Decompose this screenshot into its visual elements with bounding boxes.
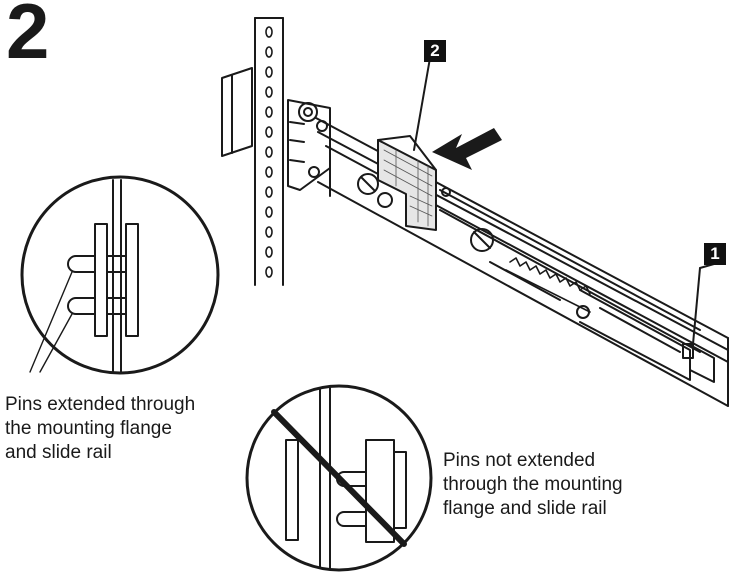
rack-post [254,17,284,286]
callout-2-badge: 2 [424,40,446,62]
pin-leader-lower [39,313,73,373]
caption-pins-not-extended-line: flange and slide rail [443,498,607,519]
pin-leader-upper [29,271,73,373]
rack-post-holes [265,26,273,278]
rail-spring [505,257,591,313]
caption-pins-extended: Pins extended through the mounting flang… [5,393,265,465]
caption-pins-extended-line: and slide rail [5,442,112,463]
front-flange [287,99,331,191]
caption-pins-not-extended: Pins not extended through the mounting f… [443,449,703,521]
step-number: 2 [6,0,49,75]
caption-pins-extended-line: Pins extended through [5,394,196,415]
caption-pins-extended-line: the mounting flange [5,418,172,439]
caption-pins-not-extended-line: Pins not extended [443,450,596,471]
rail-screws [357,173,590,319]
prohibited-slash [271,409,407,547]
inset-pins-extended [20,175,220,375]
release-tab [377,57,437,231]
inset-pins-not-extended [245,384,433,572]
rear-flange [221,67,253,157]
push-arrow [432,128,502,170]
callout-1-badge: 1 [704,243,726,265]
slide-rail [315,117,729,407]
caption-pins-not-extended-line: through the mounting [443,474,623,495]
